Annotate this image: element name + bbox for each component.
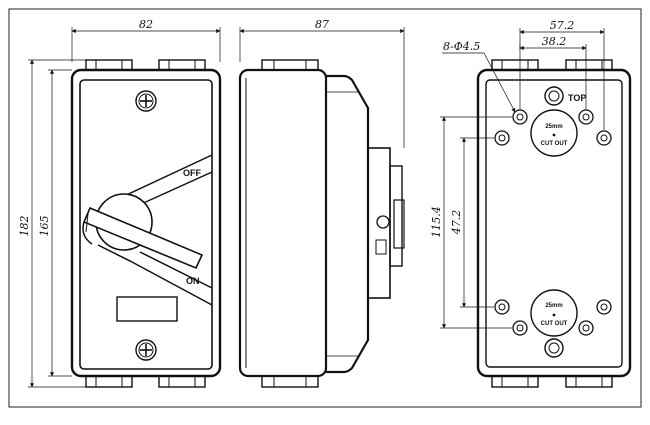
dim-front-width: 82 xyxy=(71,18,221,62)
knockout-bottom-size: 25mm xyxy=(545,303,562,309)
dim-front-height-inner: 165 xyxy=(38,69,72,377)
back-body-outline xyxy=(476,68,632,378)
mounting-hole-icon xyxy=(494,299,510,315)
hole-spec-leader: 8-Φ4.5 xyxy=(442,40,516,113)
front-top-glands xyxy=(85,59,206,71)
dim-115-4-text: 115.4 xyxy=(430,206,443,238)
knockout-bottom-cutout: CUT OUT xyxy=(541,321,568,327)
dim-47-2-text: 47.2 xyxy=(450,210,463,236)
side-view: 87 xyxy=(238,18,405,388)
front-view: OFF ON 82 182 165 xyxy=(18,18,222,388)
knockout-top-cutout: CUT OUT xyxy=(541,141,568,147)
hole-spec-text: 8-Φ4.5 xyxy=(443,40,480,53)
mounting-hole-icon xyxy=(578,320,594,336)
side-base xyxy=(238,68,328,378)
mounting-holes xyxy=(494,109,612,336)
side-top-gland xyxy=(261,59,319,71)
dim-87-text: 87 xyxy=(315,18,329,31)
screw-top-icon xyxy=(135,90,157,112)
side-bottom-gland xyxy=(261,375,319,388)
dim-front-height-outer: 182 xyxy=(18,59,86,388)
mounting-hole-icon xyxy=(596,130,612,146)
back-view: TOP 25mm CUT OUT 25mm CUT OUT xyxy=(430,19,632,388)
dim-back-inner-spacing: 38.2 xyxy=(519,35,587,110)
switch-off-label: OFF xyxy=(183,168,201,178)
mounting-hole-icon xyxy=(512,109,528,125)
dim-82-text: 82 xyxy=(139,18,153,31)
top-label: TOP xyxy=(568,93,586,103)
dim-38-2-text: 38.2 xyxy=(542,35,567,48)
drawing-frame xyxy=(8,8,642,408)
front-body-outline xyxy=(70,68,222,378)
back-top-glands xyxy=(491,59,613,71)
bottom-tab-hole-icon xyxy=(544,338,564,358)
dim-182-text: 182 xyxy=(18,216,31,237)
front-cover-panel xyxy=(79,79,213,370)
top-tab-hole-icon xyxy=(544,86,564,106)
side-knob-protrusion xyxy=(367,147,405,299)
mounting-hole-icon xyxy=(494,130,510,146)
front-bottom-glands xyxy=(85,375,206,388)
dim-57-2-text: 57.2 xyxy=(550,19,575,32)
screw-bottom-icon xyxy=(135,339,157,361)
dim-back-inner-vertical: 47.2 xyxy=(450,137,494,308)
knockout-top: 25mm CUT OUT xyxy=(530,109,578,157)
side-cover xyxy=(326,74,370,374)
dim-back-outer-spacing: 57.2 xyxy=(519,19,605,130)
dim-side-depth: 87 xyxy=(239,18,405,148)
switch-on-label: ON xyxy=(186,276,200,286)
knockout-top-size: 25mm xyxy=(545,124,562,130)
mounting-hole-icon xyxy=(512,320,528,336)
dim-165-text: 165 xyxy=(38,216,51,237)
switch-lever xyxy=(82,206,204,270)
mounting-hole-icon xyxy=(596,299,612,315)
mounting-hole-icon xyxy=(578,109,594,125)
back-inner-panel xyxy=(485,79,623,368)
knockout-bottom: 25mm CUT OUT xyxy=(530,289,578,337)
dim-back-outer-vertical: 115.4 xyxy=(430,116,512,329)
back-bottom-glands xyxy=(491,375,613,388)
label-window xyxy=(116,296,178,322)
